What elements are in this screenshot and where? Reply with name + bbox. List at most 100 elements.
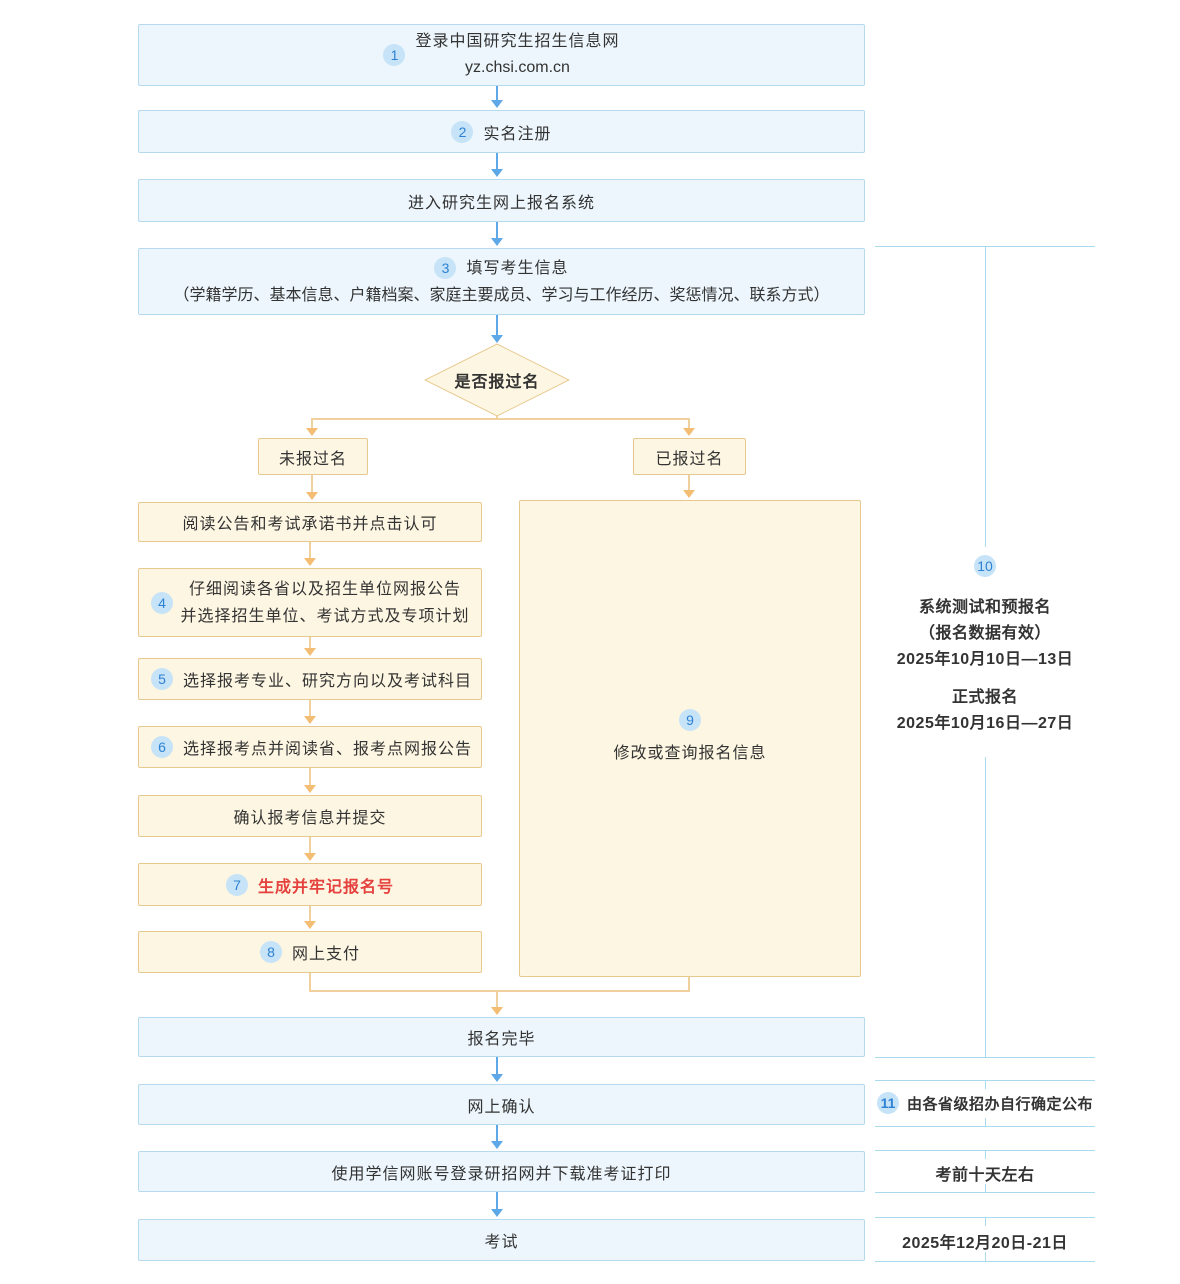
panel-schedule: 10 系统测试和预报名 （报名数据有效） 2025年10月10日—13日 正式报… xyxy=(875,555,1095,737)
node-enter-system-label: 进入研究生网上报名系统 xyxy=(407,194,595,212)
arrow-system-fillinfo xyxy=(491,222,503,246)
panel-exam-date: 2025年12月20日-21日 xyxy=(875,1229,1095,1253)
arrow-split-right xyxy=(683,418,695,436)
step-badge-10: 10 xyxy=(974,555,996,577)
panel-examdate-top-line xyxy=(875,1217,1095,1218)
finish-label: 报名完毕 xyxy=(467,1031,536,1048)
schedule-formal-title: 正式报名 xyxy=(951,689,1018,706)
arrow-site-confirm xyxy=(304,768,316,793)
arrow-confirm-generate xyxy=(304,837,316,861)
panel-examdate-bottom-tick xyxy=(985,1252,986,1261)
decision-diamond: 是否报过名 xyxy=(423,343,571,417)
arrow-merge-finish xyxy=(491,991,503,1015)
node-register: 2 实名注册 xyxy=(138,110,865,153)
node-choose-site: 6 选择报考点并阅读省、报考点网报公告 xyxy=(138,726,482,768)
panel-confirm-top-tick xyxy=(985,1081,986,1089)
choose-site-label: 选择报考点并阅读省、报考点网报公告 xyxy=(183,741,473,758)
connector-merge-horizontal xyxy=(309,990,690,992)
modify-query-label: 修改或查询报名信息 xyxy=(613,744,767,762)
panel-confirm-note: 11 由各省级招办自行确定公布 xyxy=(875,1092,1095,1114)
node-read-notice: 阅读公告和考试承诺书并点击认可 xyxy=(138,502,482,542)
node-login-url: yz.chsi.com.cn xyxy=(465,59,570,76)
registered-label: 已报过名 xyxy=(655,450,724,468)
node-login-content: 1 登录中国研究生招生信息网 yz.chsi.com.cn xyxy=(383,29,619,81)
arrow-login-register xyxy=(491,86,503,108)
panel-examdate-top-tick xyxy=(985,1218,986,1226)
arrow-major-site xyxy=(304,700,316,724)
node-login: 1 登录中国研究生招生信息网 yz.chsi.com.cn xyxy=(138,24,865,86)
panel-bracket-upper-vline xyxy=(985,247,986,547)
step-badge-9: 9 xyxy=(678,708,701,731)
arrow-finish-confirm xyxy=(491,1057,503,1082)
download-ticket-label: 使用学信网账号登录研招网并下载准考证打印 xyxy=(331,1165,672,1183)
panel-ticket-bottom-line xyxy=(875,1192,1095,1193)
step-badge-3: 3 xyxy=(434,257,457,279)
step-badge-5: 5 xyxy=(151,668,173,690)
schedule-test-date: 2025年10月10日—13日 xyxy=(896,651,1074,668)
panel-ticket-top-line xyxy=(875,1150,1095,1151)
node-exam: 考试 xyxy=(138,1219,865,1261)
online-confirm-label: 网上确认 xyxy=(467,1098,536,1116)
step-badge-1: 1 xyxy=(383,44,406,66)
step-badge-8: 8 xyxy=(259,941,282,963)
node-fill-info-detail: （学籍学历、基本信息、户籍档案、家庭主要成员、学习与工作经历、奖惩情况、联系方式… xyxy=(173,286,830,304)
node-choose-major: 5 选择报考专业、研究方向以及考试科目 xyxy=(138,658,482,700)
node-generate-number: 7 生成并牢记报名号 xyxy=(138,863,482,906)
arrow-registered-modify xyxy=(683,475,695,498)
panel-bracket-lower-vline xyxy=(985,757,986,1057)
node-read-announcements: 4 仔细阅读各省以及招生单位网报公告 并选择招生单位、考试方式及专项计划 xyxy=(138,568,482,637)
node-fill-info-title: 填写考生信息 xyxy=(466,259,569,277)
not-registered-label: 未报过名 xyxy=(278,450,347,468)
arrow-read-announcements xyxy=(304,542,316,566)
exam-date-label: 2025年12月20日-21日 xyxy=(902,1235,1068,1252)
read-announcements-line1: 仔细阅读各省以及招生单位网报公告 xyxy=(188,580,461,598)
panel-ticket-note: 考前十天左右 xyxy=(875,1161,1095,1185)
step-badge-6: 6 xyxy=(151,736,173,758)
node-download-ticket: 使用学信网账号登录研招网并下载准考证打印 xyxy=(138,1151,865,1192)
step-badge-7: 7 xyxy=(225,873,248,896)
arrow-ticket-exam xyxy=(491,1192,503,1217)
node-not-registered: 未报过名 xyxy=(258,438,368,475)
node-online-confirm: 网上确认 xyxy=(138,1084,865,1125)
arrow-notregistered-read xyxy=(306,475,318,500)
confirm-submit-label: 确认报考信息并提交 xyxy=(233,810,387,827)
node-enter-system: 进入研究生网上报名系统 xyxy=(138,179,865,222)
node-registered: 已报过名 xyxy=(633,438,746,475)
step-badge-11: 11 xyxy=(876,1092,899,1114)
connector-merge-right xyxy=(688,977,690,991)
generate-number-label: 生成并牢记报名号 xyxy=(257,878,394,896)
confirm-note-label: 由各省级招办自行确定公布 xyxy=(906,1095,1093,1113)
node-finish: 报名完毕 xyxy=(138,1017,865,1057)
step-badge-4: 4 xyxy=(151,591,173,614)
panel-examdate-bottom-line xyxy=(875,1261,1095,1262)
node-modify-query: 9 修改或查询报名信息 xyxy=(519,500,861,977)
connector-merge-left xyxy=(309,973,311,991)
node-fill-info: 3 填写考生信息 （学籍学历、基本信息、户籍档案、家庭主要成员、学习与工作经历、… xyxy=(138,248,865,315)
connector-split-stub xyxy=(496,416,498,419)
panel-confirm-bottom-line xyxy=(875,1126,1095,1127)
decision-label: 是否报过名 xyxy=(454,374,540,391)
read-notice-label: 阅读公告和考试承诺书并点击认可 xyxy=(182,516,438,533)
node-pay-online: 8 网上支付 xyxy=(138,931,482,973)
exam-label: 考试 xyxy=(484,1234,519,1251)
panel-ticket-top-tick xyxy=(985,1151,986,1159)
ticket-note-label: 考前十天左右 xyxy=(935,1167,1035,1184)
node-register-label: 实名注册 xyxy=(483,125,552,143)
read-announcements-line2: 并选择招生单位、考试方式及专项计划 xyxy=(180,607,470,625)
panel-ticket-bottom-tick xyxy=(985,1184,986,1192)
schedule-test-note: （报名数据有效） xyxy=(918,625,1051,642)
node-confirm-submit: 确认报考信息并提交 xyxy=(138,795,482,837)
schedule-test-title: 系统测试和预报名 xyxy=(918,599,1051,616)
arrow-announcements-major xyxy=(304,637,316,656)
schedule-formal-date: 2025年10月16日—27日 xyxy=(896,715,1074,732)
choose-major-label: 选择报考专业、研究方向以及考试科目 xyxy=(183,673,473,690)
arrow-confirm-ticket xyxy=(491,1125,503,1149)
step-badge-2: 2 xyxy=(451,120,474,143)
panel-bracket-top-line xyxy=(875,246,1095,247)
pay-online-label: 网上支付 xyxy=(291,946,360,963)
arrow-split-left xyxy=(306,418,318,436)
panel-confirm-bottom-tick xyxy=(985,1118,986,1126)
panel-bracket-bottom-line xyxy=(875,1057,1095,1058)
node-login-title: 登录中国研究生招生信息网 xyxy=(415,33,620,50)
